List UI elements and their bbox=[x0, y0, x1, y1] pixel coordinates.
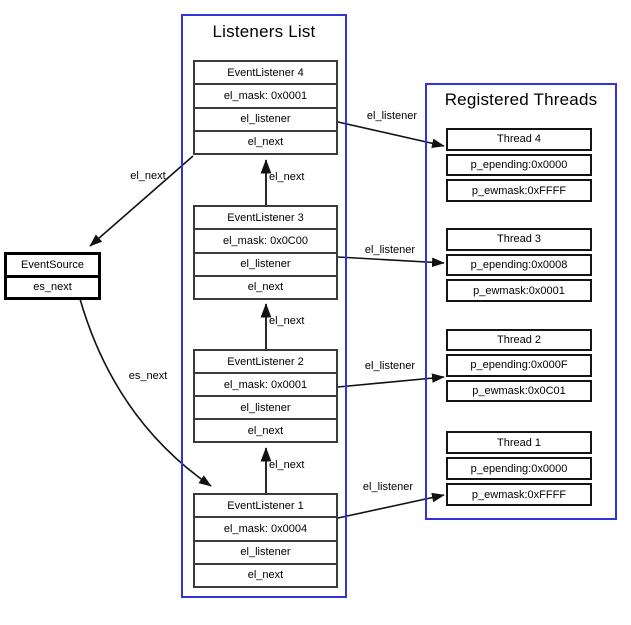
listeners-panel bbox=[181, 14, 347, 598]
node-thread-1: Thread 1 p_epending:0x0000 p_ewmask:0xFF… bbox=[446, 431, 592, 506]
field-p-epending: p_epending:0x000F bbox=[446, 354, 592, 377]
edge-label-el-listener-3: el_listener bbox=[364, 244, 416, 256]
field-el-listener: el_listener bbox=[195, 395, 336, 418]
field-p-epending: p_epending:0x0000 bbox=[446, 457, 592, 480]
field-p-ewmask: p_ewmask:0xFFFF bbox=[446, 483, 592, 506]
edge-label-el-next-4-to-source: el_next bbox=[130, 170, 166, 182]
node-thread-4: Thread 4 p_epending:0x0000 p_ewmask:0xFF… bbox=[446, 128, 592, 203]
field-el-mask: el_mask: 0x0001 bbox=[195, 83, 336, 106]
edge-label-el-listener-4: el_listener bbox=[366, 110, 418, 122]
node-title: EventListener 1 bbox=[227, 499, 304, 512]
node-thread-2: Thread 2 p_epending:0x000F p_ewmask:0x0C… bbox=[446, 329, 592, 402]
edge-label-el-listener-2: el_listener bbox=[364, 360, 416, 372]
field-p-epending: p_epending:0x0000 bbox=[446, 153, 592, 177]
field-p-epending: p_epending:0x0008 bbox=[446, 253, 592, 277]
node-eventsource: EventSource es_next bbox=[4, 252, 101, 300]
field-el-listener: el_listener bbox=[195, 251, 336, 275]
node-title: EventListener 4 bbox=[227, 66, 304, 79]
node-eventlistener-2: EventListener 2 el_mask: 0x0001 el_liste… bbox=[193, 349, 338, 443]
edge-label-el-next-2-to-3: el_next bbox=[269, 315, 305, 327]
node-eventlistener-4: EventListener 4 el_mask: 0x0001 el_liste… bbox=[193, 60, 338, 155]
edge-label-el-listener-1: el_listener bbox=[362, 481, 414, 493]
edge-label-el-next-1-to-2: el_next bbox=[269, 459, 305, 471]
field-el-next: el_next bbox=[195, 562, 336, 586]
node-title: EventListener 3 bbox=[227, 211, 304, 224]
edge-label-el-next-3-to-4: el_next bbox=[269, 171, 305, 183]
node-title: EventSource bbox=[21, 258, 84, 271]
field-el-listener: el_listener bbox=[195, 106, 336, 130]
node-title: Thread 2 bbox=[446, 329, 592, 352]
threads-panel-title: Registered Threads bbox=[444, 90, 598, 109]
node-eventlistener-3: EventListener 3 el_mask: 0x0C00 el_liste… bbox=[193, 205, 338, 300]
threads-panel bbox=[425, 83, 617, 520]
node-title: EventListener 2 bbox=[227, 355, 304, 368]
field-el-next: el_next bbox=[195, 418, 336, 441]
edge-label-es-next: es_next bbox=[128, 370, 168, 382]
node-title: Thread 1 bbox=[446, 431, 592, 454]
field-el-mask: el_mask: 0x0001 bbox=[195, 372, 336, 395]
field-el-next: el_next bbox=[195, 129, 336, 153]
field-el-listener: el_listener bbox=[195, 539, 336, 563]
field-el-mask: el_mask: 0x0C00 bbox=[195, 228, 336, 251]
field-el-mask: el_mask: 0x0004 bbox=[195, 516, 336, 539]
field-p-ewmask: p_ewmask:0x0C01 bbox=[446, 379, 592, 402]
field-p-ewmask: p_ewmask:0xFFFF bbox=[446, 179, 592, 203]
field-es-next: es_next bbox=[7, 274, 98, 298]
field-p-ewmask: p_ewmask:0x0001 bbox=[446, 279, 592, 303]
node-eventlistener-1: EventListener 1 el_mask: 0x0004 el_liste… bbox=[193, 493, 338, 588]
field-el-next: el_next bbox=[195, 274, 336, 298]
listeners-panel-title: Listeners List bbox=[212, 22, 316, 41]
node-thread-3: Thread 3 p_epending:0x0008 p_ewmask:0x00… bbox=[446, 228, 592, 303]
node-title: Thread 4 bbox=[446, 128, 592, 151]
node-title: Thread 3 bbox=[446, 228, 592, 251]
